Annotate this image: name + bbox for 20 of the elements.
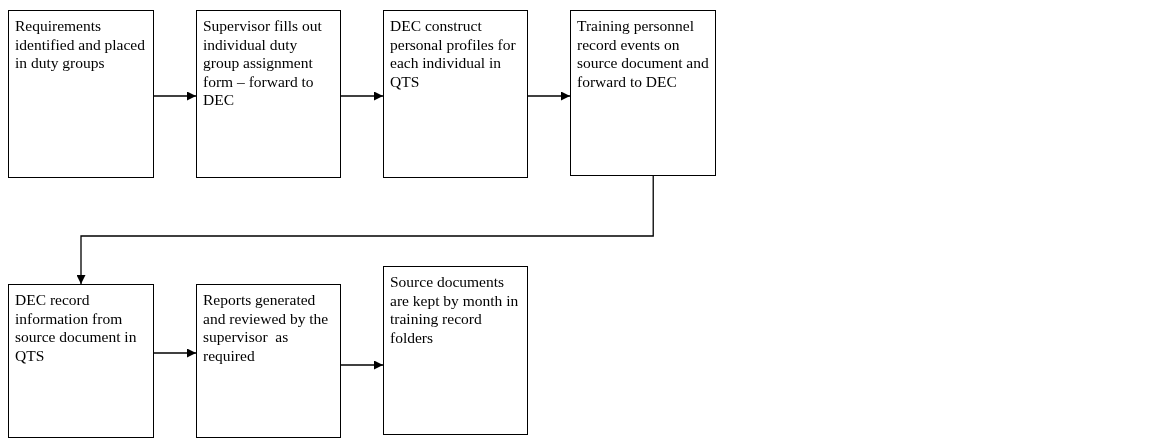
process-label: Supervisor fills out individual duty group assignment form – forward to DEC [203,17,323,110]
arrow [340,91,384,101]
arrow [76,175,654,285]
arrow [527,91,571,101]
process-box [196,284,341,438]
arrow [153,91,197,101]
arrow [340,360,384,370]
process-box [570,10,716,176]
process-label: DEC construct personal profiles for each individual in QTS [390,17,517,92]
process-box [383,10,528,178]
process-label: Reports generated and reviewed by the supervisor as required [203,291,330,366]
process-label: Training personnel record events on source document and forward to DEC [577,17,709,92]
process-box [8,10,154,178]
process-label: Requirements identified and placed in duty groups [15,17,146,73]
process-label: Source documents are kept by month in training record folders [390,273,520,348]
process-box [196,10,341,178]
process-box [383,266,528,435]
process-label: DEC record information from source document in QTS [15,291,138,366]
process-box [8,284,154,438]
arrow [153,348,197,358]
